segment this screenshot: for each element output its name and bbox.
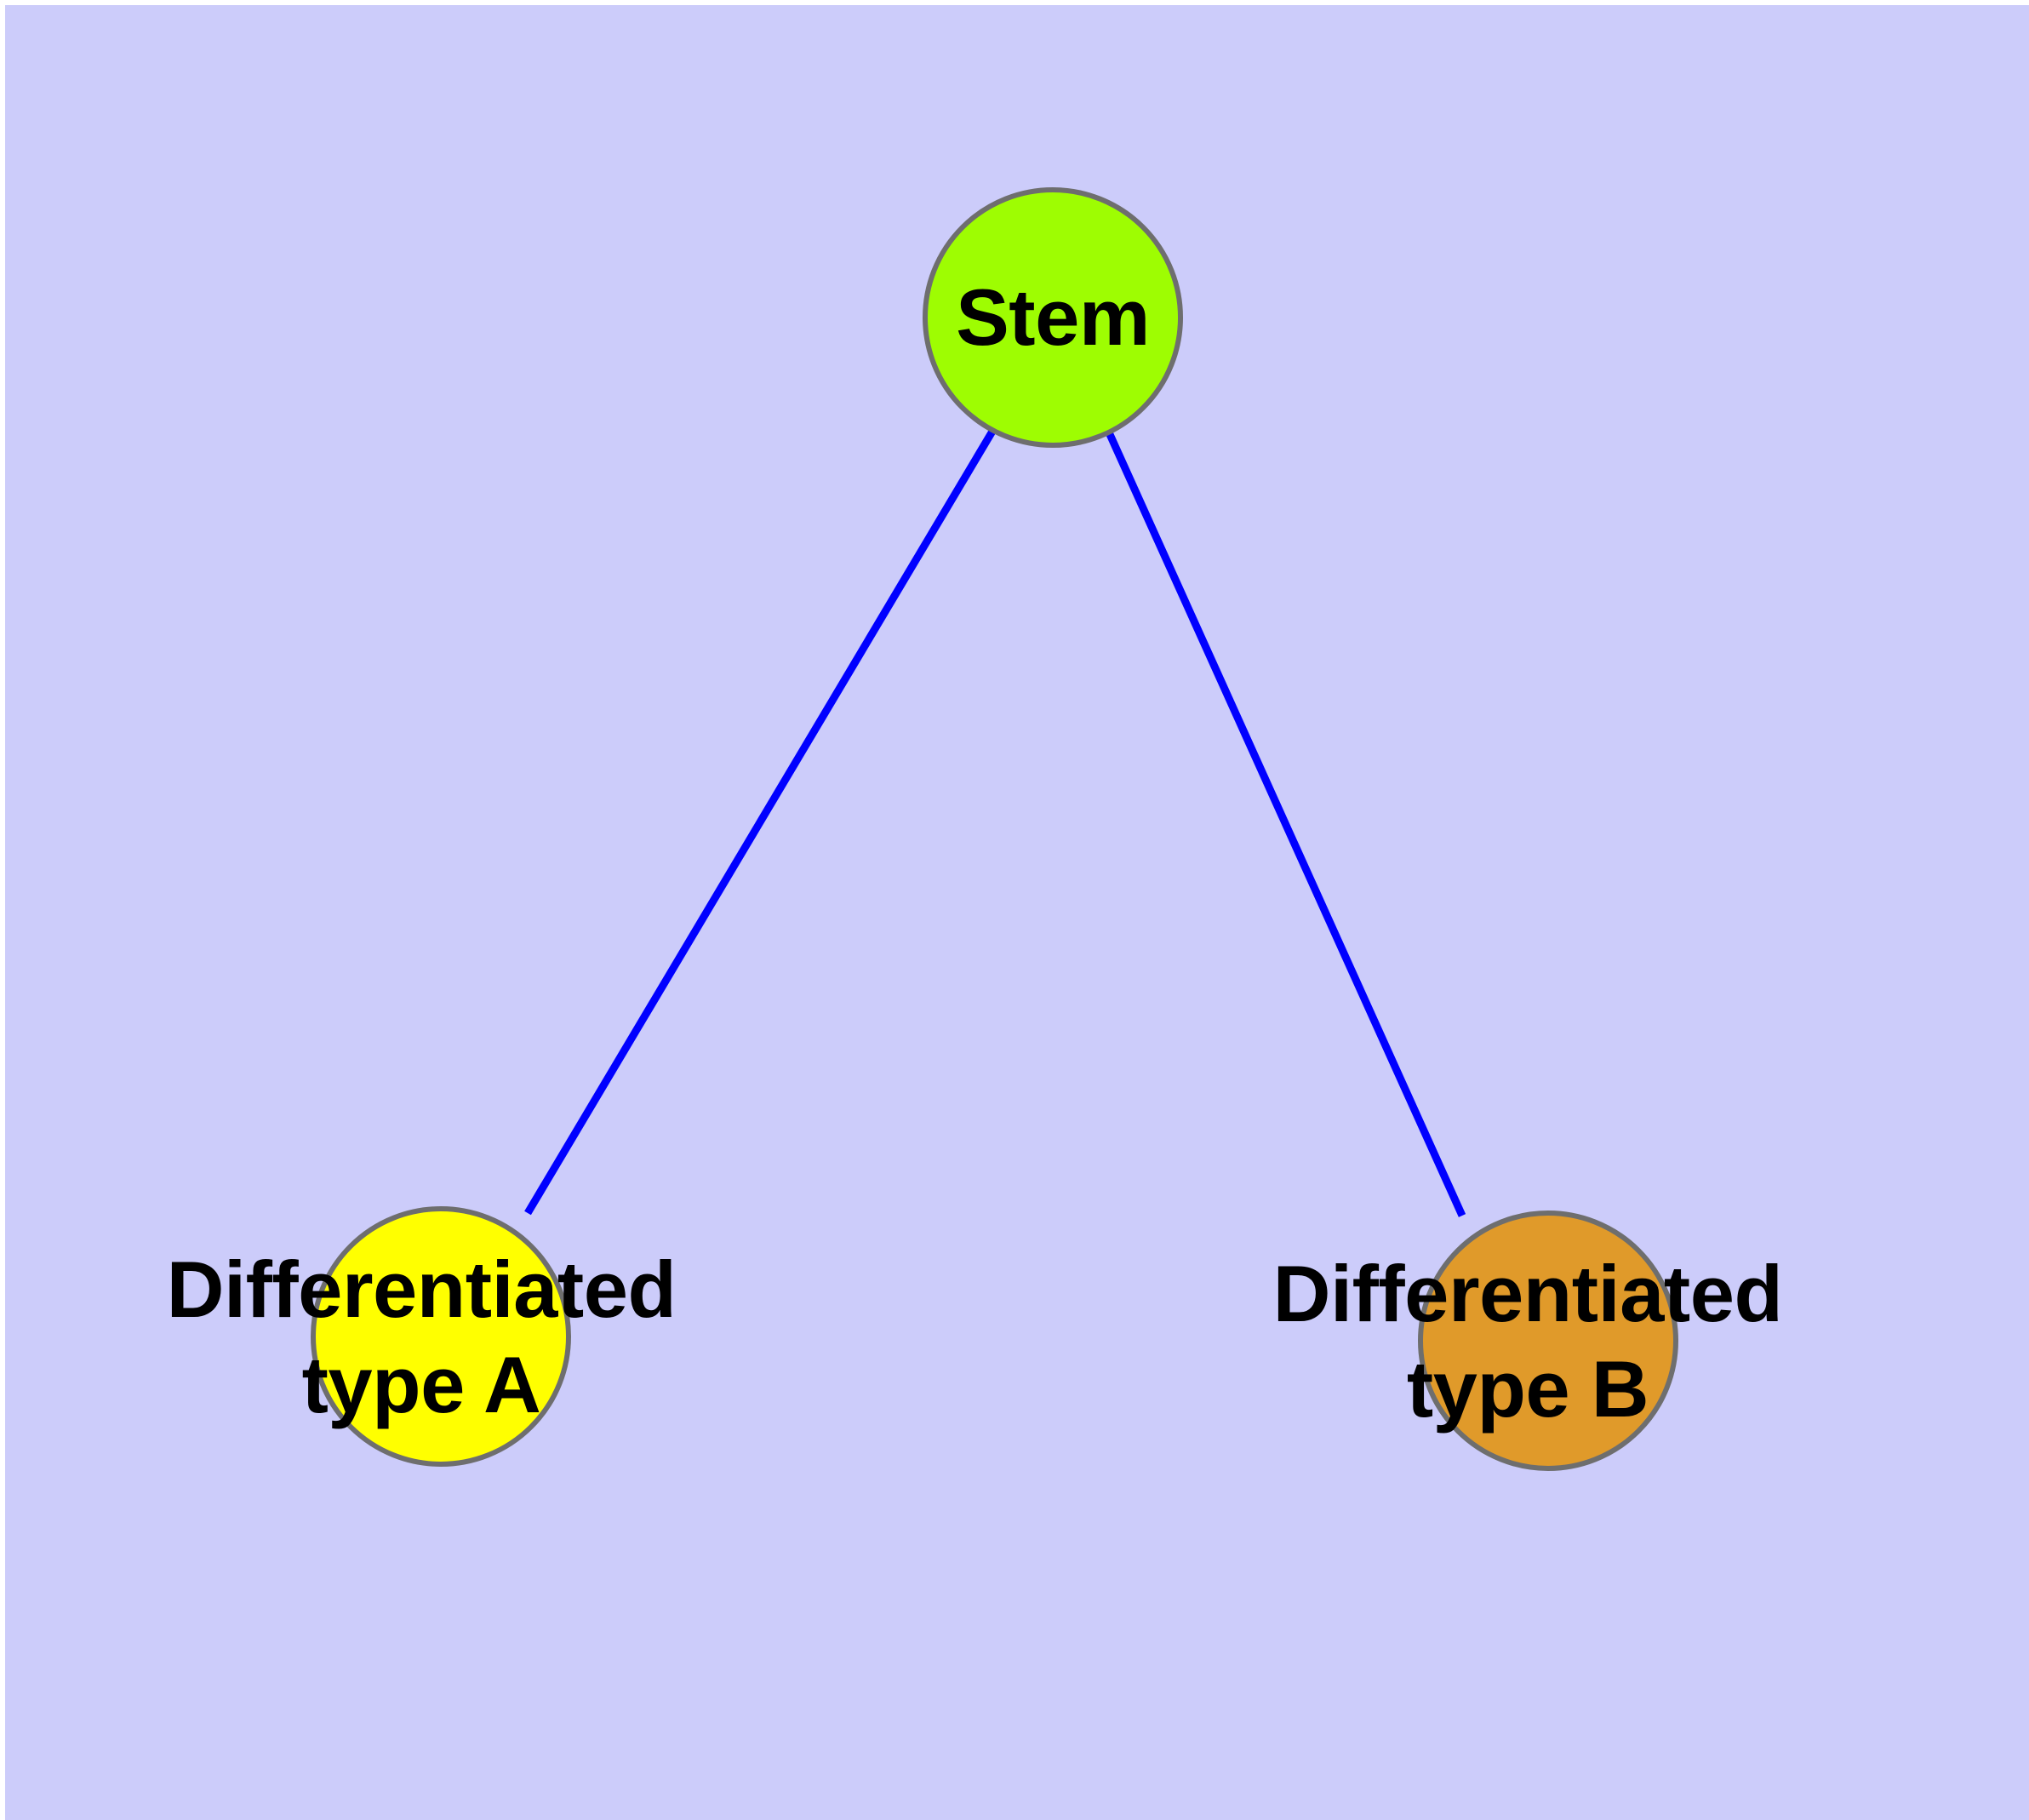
node-stem[interactable] [923, 187, 1183, 448]
edge-stem-to-differentiated-type-b[interactable] [1105, 431, 1466, 1217]
edge-stem-to-differentiated-type-a[interactable] [524, 427, 997, 1216]
node-differentiated-type-b[interactable] [1418, 1210, 1678, 1471]
edge-layer [524, 427, 1466, 1217]
node-differentiated-type-a[interactable] [311, 1206, 571, 1467]
node-layer [311, 187, 1678, 1471]
